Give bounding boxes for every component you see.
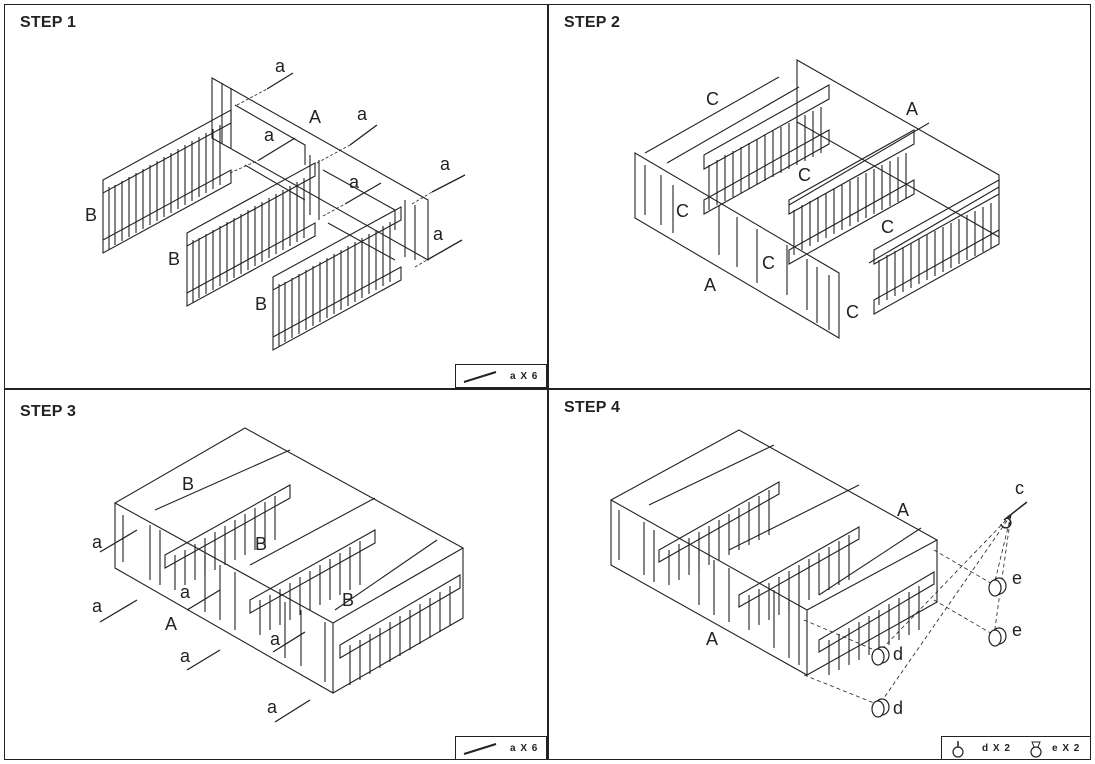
step-1-quantity-box: a X 6 bbox=[455, 364, 547, 388]
caster-wheel-icon bbox=[871, 698, 890, 718]
label-A: A bbox=[906, 99, 918, 119]
label-A: A bbox=[706, 629, 718, 649]
front-panel-a bbox=[634, 152, 840, 339]
label-C: C bbox=[798, 165, 811, 185]
label-a: a bbox=[180, 646, 191, 666]
label-B: B bbox=[255, 294, 267, 314]
label-d: d bbox=[893, 698, 903, 718]
label-C: C bbox=[706, 89, 719, 109]
step-4-quantity-e-text: e X 2 bbox=[1052, 743, 1081, 754]
step-4-diagram: c A e e A d d bbox=[609, 429, 1028, 718]
caster-wheel-icon bbox=[1030, 741, 1042, 758]
label-a: a bbox=[275, 56, 286, 76]
vertical-divider bbox=[547, 4, 549, 760]
step-3-diagram: a B B a a B A a a a bbox=[92, 427, 465, 723]
step-2-title: STEP 2 bbox=[564, 14, 621, 31]
horizontal-divider bbox=[4, 388, 1091, 390]
screw-icon bbox=[266, 72, 294, 90]
long-panel-a bbox=[211, 77, 429, 261]
label-C: C bbox=[676, 201, 689, 221]
label-B: B bbox=[342, 590, 354, 610]
label-B: B bbox=[168, 249, 180, 269]
step-4-quantity-d-text: d X 2 bbox=[982, 743, 1011, 754]
label-a: a bbox=[180, 582, 191, 602]
step-4-quantity-box: d X 2 e X 2 bbox=[941, 736, 1091, 760]
label-C: C bbox=[846, 302, 859, 322]
top-outline bbox=[113, 427, 465, 624]
label-a: a bbox=[433, 224, 444, 244]
step-3-title: STEP 3 bbox=[20, 403, 77, 420]
label-A: A bbox=[704, 275, 716, 295]
step-3-panel: STEP 3 a B B a a B A a a a bbox=[5, 390, 547, 760]
label-B: B bbox=[182, 474, 194, 494]
screw-icon bbox=[426, 239, 463, 261]
step-2-panel: STEP 2 C A C C C C A C bbox=[549, 5, 1090, 388]
label-a: a bbox=[349, 172, 360, 192]
caster-wheel-icon bbox=[871, 646, 890, 666]
step-4-title: STEP 4 bbox=[564, 399, 621, 416]
step-3-quantity-text: a X 6 bbox=[510, 743, 539, 754]
label-d: d bbox=[893, 644, 903, 664]
label-a: a bbox=[264, 125, 275, 145]
label-A: A bbox=[309, 107, 321, 127]
wrench-icon bbox=[1000, 501, 1028, 529]
label-e: e bbox=[1012, 568, 1022, 588]
label-B: B bbox=[85, 205, 97, 225]
step-4-panel: STEP 4 c A e bbox=[549, 390, 1091, 760]
label-B: B bbox=[255, 534, 267, 554]
label-c: c bbox=[1015, 478, 1024, 498]
label-a: a bbox=[357, 104, 368, 124]
step-3-quantity-box: a X 6 bbox=[455, 736, 547, 760]
label-a: a bbox=[440, 154, 451, 174]
screw-icon bbox=[186, 589, 221, 611]
step-1-panel: STEP 1 bbox=[5, 5, 547, 388]
step-1-diagram: a A a a a a a B B B bbox=[85, 56, 466, 351]
screw-icon bbox=[272, 631, 306, 653]
screw-icon bbox=[463, 371, 497, 383]
screw-icon bbox=[344, 182, 382, 205]
caster-wheel-icon bbox=[988, 627, 1007, 647]
screw-icon bbox=[258, 137, 296, 161]
label-A: A bbox=[165, 614, 177, 634]
step-1-title: STEP 1 bbox=[20, 14, 77, 31]
label-a: a bbox=[270, 629, 281, 649]
label-a: a bbox=[267, 697, 278, 717]
screw-icon bbox=[463, 743, 497, 755]
screw-icon bbox=[99, 529, 138, 553]
label-e: e bbox=[1012, 620, 1022, 640]
label-a: a bbox=[92, 532, 103, 552]
step-2-diagram: C A C C C C A C bbox=[634, 59, 1000, 339]
label-C: C bbox=[881, 217, 894, 237]
label-a: a bbox=[92, 596, 103, 616]
screw-icon bbox=[349, 124, 378, 146]
caster-wheel-icon bbox=[952, 741, 964, 758]
screw-icon bbox=[274, 699, 311, 723]
label-C: C bbox=[762, 253, 775, 273]
label-A: A bbox=[897, 500, 909, 520]
screw-icon bbox=[99, 599, 138, 623]
screw-icon bbox=[186, 649, 221, 671]
caster-wheel-icon bbox=[988, 577, 1007, 597]
step-1-quantity-text: a X 6 bbox=[510, 371, 539, 382]
screw-icon bbox=[431, 174, 466, 193]
